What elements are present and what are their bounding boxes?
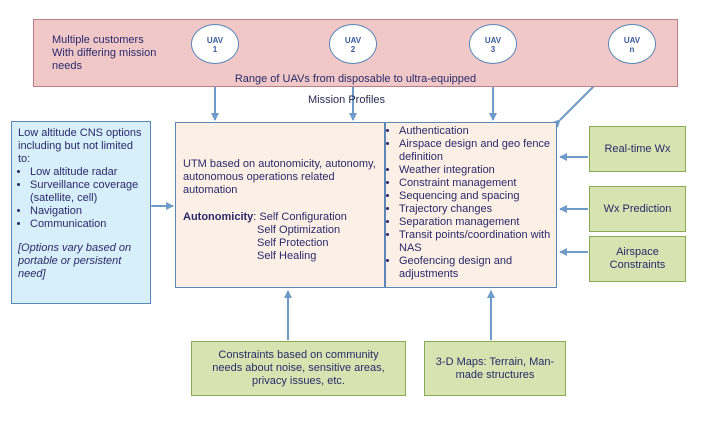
utm-divider xyxy=(384,123,386,287)
community-constraints-box: Constraints based on community needs abo… xyxy=(191,341,406,396)
list-item: Communication xyxy=(30,218,144,231)
cns-list: Low altitude radar Surveillance coverage… xyxy=(18,166,144,231)
mission-profiles-label: Mission Profiles xyxy=(308,94,386,106)
uav-n-node: UAV n xyxy=(608,24,656,64)
autonomicity-label: Autonomicity xyxy=(183,211,254,223)
utm-panel: UTM based on autonomicity, autonomy, aut… xyxy=(175,122,557,288)
3d-maps-box: 3-D Maps: Terrain, Man-made structures xyxy=(424,341,566,396)
list-item: Constraint management xyxy=(399,177,555,190)
list-item: Surveillance coverage (satellite, cell) xyxy=(30,179,144,205)
wx-prediction-box: Wx Prediction xyxy=(589,186,686,232)
autonomicity-item: Self Healing xyxy=(257,250,317,262)
cns-options-panel: Low altitude CNS options including but n… xyxy=(11,121,151,304)
utm-function-list: Authentication Airspace design and geo f… xyxy=(389,125,555,281)
autonomicity-item: Self Configuration xyxy=(259,211,347,223)
autonomicity-block: Autonomicity: Self Configuration Self Op… xyxy=(183,211,378,263)
list-item: Weather integration xyxy=(399,164,555,177)
realtime-wx-box: Real-time Wx xyxy=(589,126,686,172)
list-item: Separation management xyxy=(399,216,555,229)
utm-functions: Authentication Airspace design and geo f… xyxy=(389,125,555,281)
list-item: Airspace design and geo fence definition xyxy=(399,138,555,164)
customers-text: Multiple customers With differing missio… xyxy=(52,34,157,72)
airspace-constraints-box: Airspace Constraints xyxy=(589,236,686,282)
utm-description: UTM based on autonomicity, autonomy, aut… xyxy=(183,158,378,263)
list-item: Trajectory changes xyxy=(399,203,555,216)
cns-intro: Low altitude CNS options including but n… xyxy=(18,127,142,165)
list-item: Geofencing design and adjustments xyxy=(399,255,555,281)
list-item: Sequencing and spacing xyxy=(399,190,555,203)
autonomicity-item: Self Optimization xyxy=(257,224,341,236)
list-item: Authentication xyxy=(399,125,555,138)
list-item: Transit points/coordination with NAS xyxy=(399,229,555,255)
cns-note: [Options vary based on portable or persi… xyxy=(18,242,132,280)
list-item: Low altitude radar xyxy=(30,166,144,179)
uav-1-node: UAV 1 xyxy=(191,24,239,64)
uav-2-node: UAV 2 xyxy=(329,24,377,64)
uav-3-node: UAV 3 xyxy=(469,24,517,64)
list-item: Navigation xyxy=(30,205,144,218)
uav-range-label: Range of UAVs from disposable to ultra-e… xyxy=(234,73,477,85)
utm-intro: UTM based on autonomicity, autonomy, aut… xyxy=(183,158,376,196)
autonomicity-item: Self Protection xyxy=(257,237,329,249)
